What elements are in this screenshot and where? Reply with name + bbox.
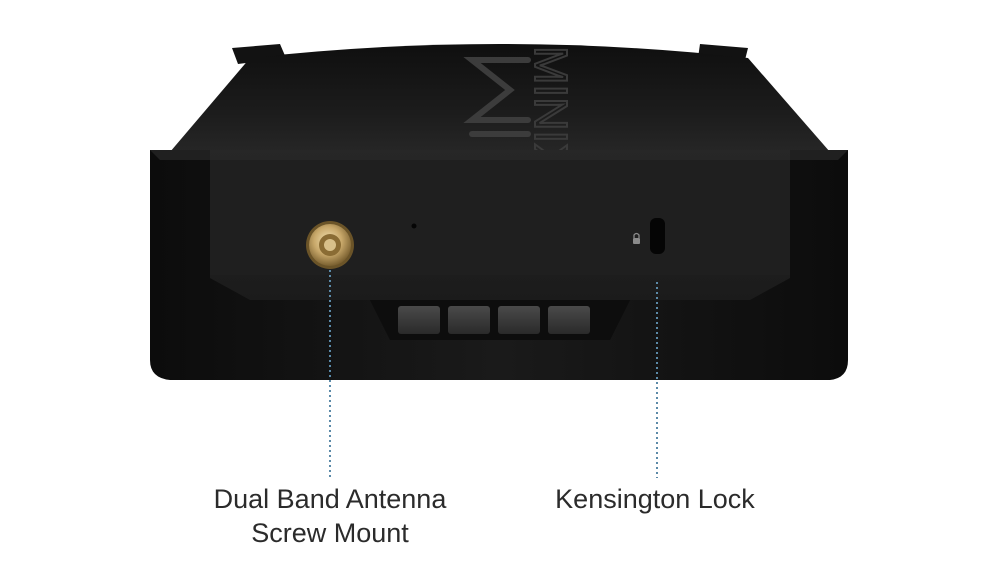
bracket-button-3 xyxy=(498,306,540,334)
bracket-button-4 xyxy=(548,306,590,334)
front-bracket xyxy=(150,150,848,380)
antenna-connector-icon xyxy=(306,221,354,269)
antenna-callout: Dual Band Antenna Screw Mount xyxy=(185,482,475,550)
bracket-button-1 xyxy=(398,306,440,334)
bracket-button-2 xyxy=(448,306,490,334)
antenna-callout-line2: Screw Mount xyxy=(251,518,409,548)
antenna-callout-line1: Dual Band Antenna xyxy=(213,484,447,514)
indicator-hole xyxy=(411,223,417,229)
brand-logo xyxy=(463,57,531,137)
kensington-slot xyxy=(650,218,665,254)
lock-icon xyxy=(633,232,640,244)
lock-callout: Kensington Lock xyxy=(555,484,755,514)
